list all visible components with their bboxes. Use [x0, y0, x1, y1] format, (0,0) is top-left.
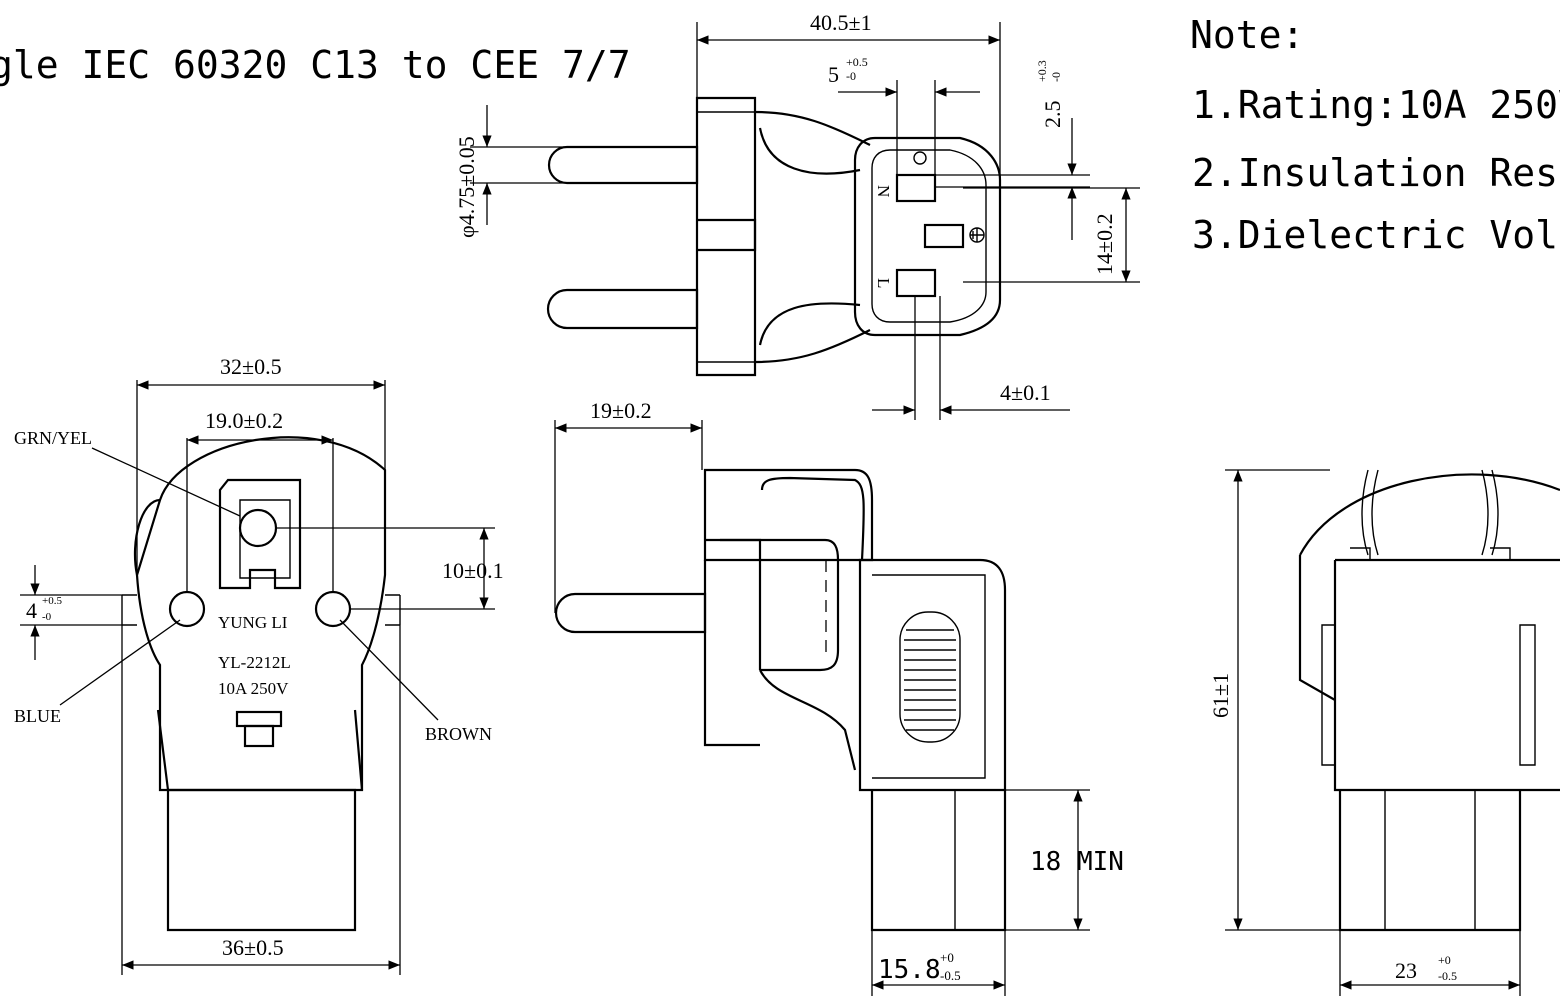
- dim-top-slot-tol-minus: -0: [846, 69, 856, 83]
- note-item-1: 1.Rating:10A 250V: [1192, 83, 1560, 127]
- dim-top-pin-offset: 2.5: [1040, 101, 1065, 129]
- top-view: N L 40.5±1 5 +0.5 -0 2.5 +0.3 -0 14±0.2 …: [454, 10, 1140, 420]
- dim-back-width-tol-plus: +0: [1438, 953, 1451, 967]
- ground-icon: [969, 227, 985, 243]
- back-view: 61±1 23 +0 -0.5: [1208, 469, 1560, 996]
- note-item-3: 3.Dielectric Volt: [1192, 213, 1560, 257]
- dim-side-cord-width-tol-plus: +0: [940, 950, 954, 965]
- dim-front-pin-hole-tol-plus: +0.5: [42, 595, 62, 607]
- dim-front-outer-width: 32±0.5: [220, 354, 282, 379]
- dim-top-overall: 40.5±1: [810, 10, 872, 35]
- dim-front-pin-hole: 4: [26, 598, 37, 623]
- neutral-label: N: [874, 185, 893, 197]
- dim-front-pin-hole-tol-minus: -0: [42, 611, 52, 623]
- dim-side-cord-length: 18 MIN: [1030, 847, 1124, 877]
- blue-label: BLUE: [14, 706, 61, 726]
- line-label: L: [874, 278, 893, 288]
- note-item-2: 2.Insulation Resis: [1192, 151, 1560, 195]
- dim-back-width-tol-minus: -0.5: [1438, 969, 1457, 983]
- brown-label: BROWN: [425, 724, 492, 744]
- drawing-title: gle IEC 60320 C13 to CEE 7/7: [0, 43, 631, 87]
- grn-yel-label: GRN/YEL: [14, 428, 92, 448]
- dim-top-pin-spacing: 14±0.2: [1092, 213, 1117, 275]
- dim-top-pin-offset-tol-minus: -0: [1049, 72, 1063, 82]
- dim-side-cord-width: 15.8: [878, 955, 941, 985]
- side-view: 19±0.2 18 MIN 15.8 +0 -0.5: [554, 398, 1124, 996]
- dim-top-pin-diameter: φ4.75±0.05: [454, 136, 479, 238]
- dim-top-pin-width: 4±0.1: [1000, 380, 1051, 405]
- dim-front-pin-spacing: 19.0±0.2: [205, 408, 283, 433]
- dim-front-ground-offset: 10±0.1: [442, 558, 504, 583]
- rating-label: 10A 250V: [218, 679, 289, 698]
- notes-heading: Note:: [1190, 13, 1304, 57]
- dim-front-body-width: 36±0.5: [222, 935, 284, 960]
- dim-top-slot-tol-plus: +0.5: [846, 55, 868, 69]
- dim-side-pin-length: 19±0.2: [590, 398, 652, 423]
- maker-label: YUNG LI: [218, 613, 288, 632]
- dim-top-pin-offset-tol-plus: +0.3: [1035, 60, 1049, 82]
- dim-top-slot: 5: [828, 62, 839, 87]
- dim-side-cord-width-tol-minus: -0.5: [940, 968, 961, 983]
- dim-back-height: 61±1: [1208, 673, 1233, 718]
- front-view: YUNG LI YL-2212L 10A 250V GRN/YEL BLUE B…: [14, 354, 504, 975]
- model-label: YL-2212L: [218, 653, 291, 672]
- dim-back-width: 23: [1395, 958, 1417, 983]
